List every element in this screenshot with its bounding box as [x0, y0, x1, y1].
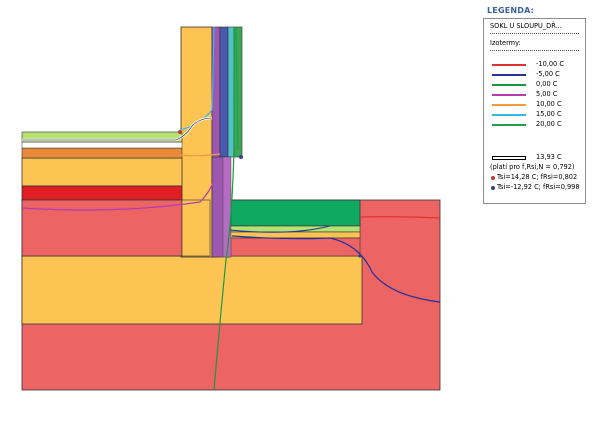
legend-isotherm-label: 15,00 C [536, 110, 562, 118]
wall-strip [181, 199, 211, 257]
legend-file-name: SOKL U SLOUPU_DŘ... [490, 22, 562, 30]
legend-swatch [492, 74, 526, 76]
legend-critical-note: (platí pro f,Rsi,N = 0,792) [490, 163, 575, 171]
legend-point-label: Tsi=14,28 C; fRsi=0,802 [497, 173, 578, 181]
legend-critical-swatch [492, 156, 526, 160]
right-slab-green [229, 199, 361, 227]
upper-slab [21, 157, 183, 187]
isotherm-0 [213, 27, 235, 391]
column-strip [222, 156, 232, 258]
isotherm-5 [21, 179, 215, 211]
legend-isotherm-label: 20,00 C [536, 120, 562, 128]
facade-layer-cyan [227, 26, 235, 158]
left-lower-block [21, 199, 183, 257]
legend-panel: SOKL U SLOUPU_DŘ... Izotermy: -10,00 C -… [483, 18, 586, 204]
legend-point-label: Tsi=-12,92 C; fRsi=0,998 [497, 183, 580, 191]
legend-title: LEGENDA: [487, 6, 535, 15]
isotherm-curves [21, 26, 441, 391]
foundation-footing [21, 255, 363, 325]
legend-swatch [492, 64, 526, 66]
tsi-point-3 [358, 254, 362, 258]
legend-separator [490, 33, 579, 34]
legend-swatch [492, 124, 526, 126]
insulation-strip [21, 185, 183, 201]
isotherm-minus10 [359, 216, 441, 219]
floor-layer-orange [21, 147, 183, 159]
isotherm-20 [235, 26, 239, 151]
isotherm-critical-outline [22, 117, 213, 141]
facade-layer-blue [219, 26, 229, 158]
isotherm-right-blue [229, 225, 331, 233]
legend-swatch [492, 94, 526, 96]
legend-isotherm-label: -10,00 C [536, 60, 564, 68]
legend-swatch [492, 114, 526, 116]
legend-isotherm-label: 5,00 C [536, 90, 558, 98]
tsi-point-1 [178, 130, 182, 134]
legend-isotherm-label: -5,00 C [536, 70, 560, 78]
legend-isotherm-label: 0,00 C [536, 80, 558, 88]
legend-separator [490, 50, 579, 51]
floor-layer-white [21, 141, 183, 149]
legend-isotherm-label: 10,00 C [536, 100, 562, 108]
legend-isotherms-label: Izotermy: [490, 39, 521, 47]
legend-point-marker [491, 186, 495, 190]
legend-critical-isotherm: 13,93 C [536, 153, 562, 161]
isotherm-minus5 [231, 235, 441, 303]
legend-swatch [492, 84, 526, 86]
isotherm-10 [179, 153, 221, 157]
tsi-point-2 [239, 155, 243, 159]
legend-swatch [492, 104, 526, 106]
legend-point-marker [491, 176, 495, 180]
